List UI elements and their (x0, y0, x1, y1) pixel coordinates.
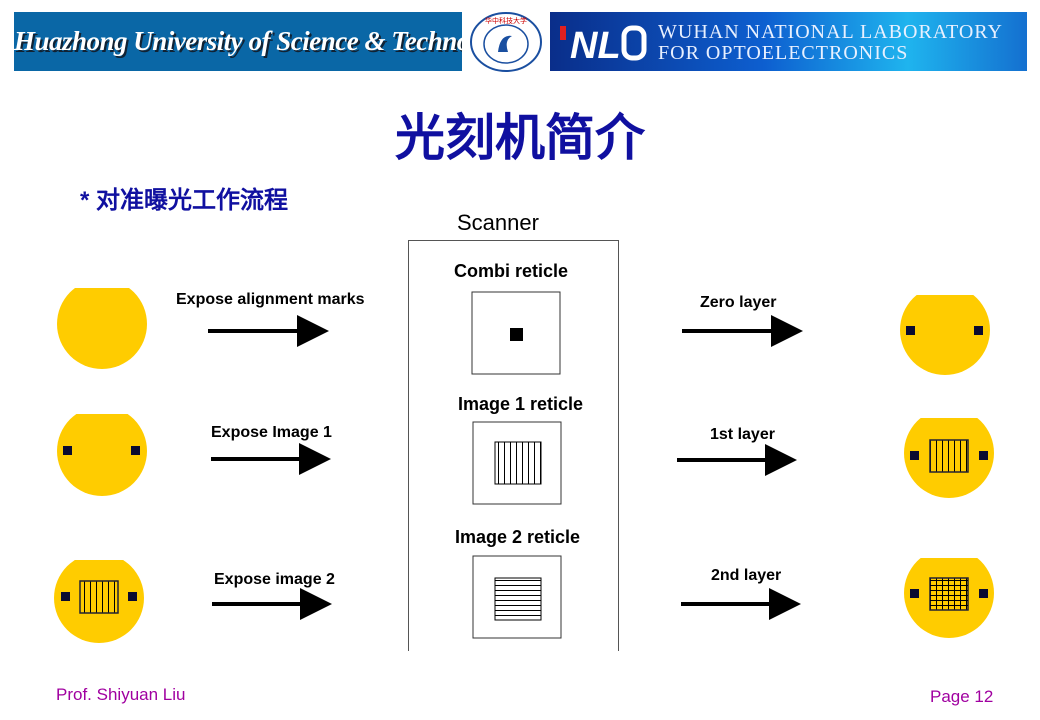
wafer-zero-layer (900, 295, 990, 375)
step-output-label: 2nd layer (711, 567, 782, 584)
slide-title: 光刻机简介 (395, 110, 645, 166)
university-seal-logo: 华中科技大学 (470, 12, 542, 72)
svg-text:NL: NL (570, 25, 621, 64)
wafer-with-marks (57, 414, 147, 496)
banner-line-2: FOR OPTOELECTRONICS (658, 42, 909, 64)
combi-reticle (471, 291, 561, 375)
hust-banner: Huazhong University of Science & Technol… (14, 12, 462, 71)
footer-page-number: Page 12 (930, 687, 994, 706)
step-input-label: Expose image 2 (214, 571, 335, 588)
svg-text:华中科技大学: 华中科技大学 (485, 16, 527, 25)
scanner-box (408, 240, 619, 651)
wafer-second-layer (904, 558, 994, 638)
step-output-label: Zero layer (700, 294, 777, 311)
reticle-label: Image 2 reticle (455, 527, 581, 547)
reticle-label: Combi reticle (454, 261, 569, 281)
footer-author: Prof. Shiyuan Liu (56, 685, 186, 704)
reticle-label: Image 1 reticle (458, 394, 584, 414)
step-input-label: Expose alignment marks (176, 291, 365, 308)
banner-line-1: WUHAN NATIONAL LABORATORY (658, 21, 1003, 43)
slide-subtitle: * 对准曝光工作流程 (80, 187, 289, 214)
step-output-label: 1st layer (710, 426, 775, 443)
wafer-with-image1 (54, 560, 144, 643)
wafer-first-layer (904, 418, 994, 498)
image2-reticle (472, 555, 562, 639)
wnlo-logo: NL (560, 25, 647, 64)
wafer-blank (57, 288, 147, 369)
step-input-label: Expose Image 1 (211, 424, 332, 441)
scanner-label: Scanner (457, 210, 539, 235)
image1-reticle (472, 421, 562, 505)
